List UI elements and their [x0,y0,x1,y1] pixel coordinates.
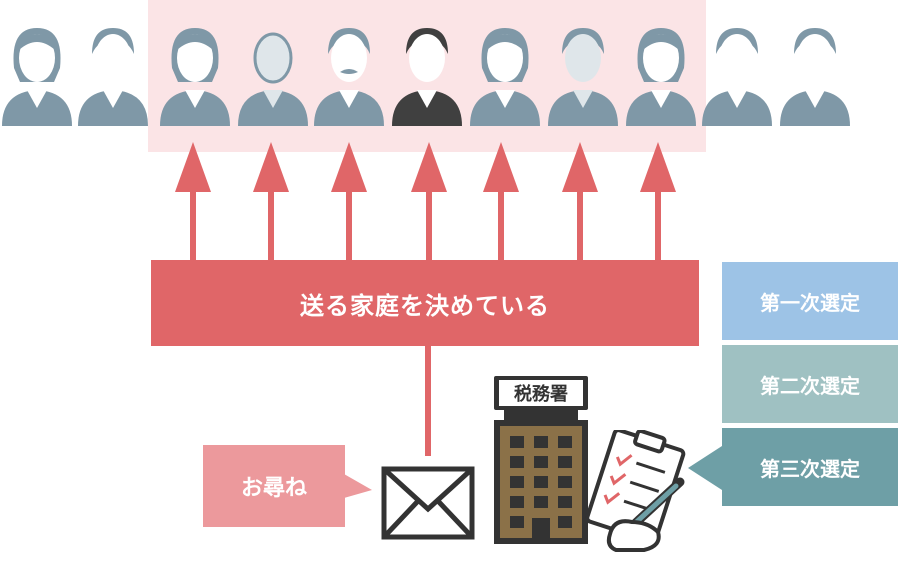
person-icon [160,28,230,126]
building-window [534,436,548,448]
stage-label: 第一次選定 [760,290,860,315]
building-window [558,436,572,448]
arrow-head [411,142,447,192]
stage-label: 第三次選定 [760,456,860,481]
arrow-head [640,142,676,192]
stage3-tail [688,446,722,490]
hand-pen-icon [606,477,685,552]
building-window [534,456,548,468]
person-icon [78,28,148,126]
person-icon [780,28,850,126]
arrow-head [175,142,211,192]
building-window [534,476,548,488]
inquiry-label: お尋ね [240,476,307,501]
person-icon [392,28,462,126]
arrow-head [253,142,289,192]
arrow-shaft [498,188,504,262]
stage-third-selection: 第三次選定 [722,428,898,506]
person-icon [470,28,540,126]
person-icon [314,28,384,126]
building-window [510,456,524,468]
decision-bar: 送る家庭を決めている [151,260,699,346]
building-window [510,496,524,508]
person-icon [238,32,308,126]
stage-label: 第二次選定 [760,373,860,398]
building-door [532,518,550,538]
building-window [558,516,572,528]
stage-second-selection: 第二次選定 [722,345,898,423]
building-window [558,456,572,468]
clipboard-checklist-icon [585,430,686,552]
building-window [558,476,572,488]
person-icon [2,28,72,126]
person-icon [548,28,618,126]
inquiry-bubble-tail [344,474,372,498]
building-window [534,496,548,508]
envelope-icon [381,466,475,540]
arrow-head [483,142,519,192]
arrow-head [562,142,598,192]
decision-label: 送る家庭を決めている [300,291,550,320]
arrow-shaft [268,188,274,262]
arrow-shaft [346,188,352,262]
inquiry-bubble: お尋ね [203,445,345,527]
building-window [510,476,524,488]
tax-office-building-icon [494,410,588,544]
building-window [510,436,524,448]
building-window [558,496,572,508]
stage-first-selection: 第一次選定 [722,262,898,340]
arrow-shaft [426,188,432,262]
arrow-shaft [190,188,196,262]
arrow-shaft [577,188,583,262]
building-window [510,516,524,528]
arrow-shaft [655,188,661,262]
link-line-to-envelope [425,344,431,456]
person-icon [702,28,772,126]
arrow-head [331,142,367,192]
person-icon [626,28,696,126]
tax-office-label: 税務署 [499,380,583,406]
